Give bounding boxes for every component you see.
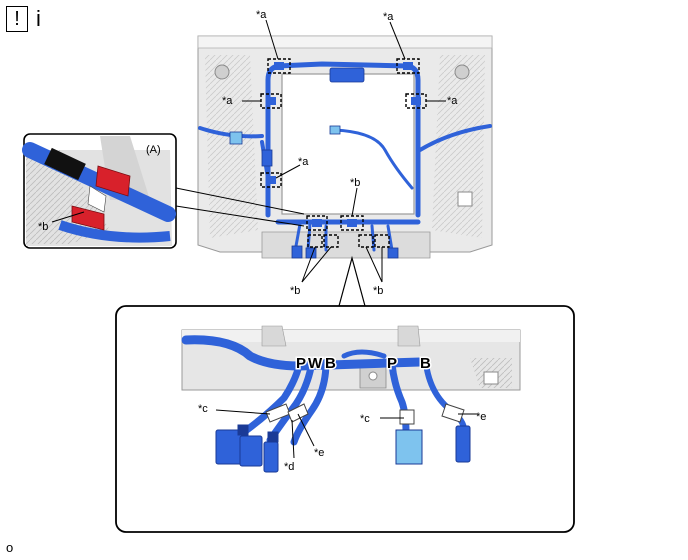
callout-b-1: *b [350,177,360,189]
enlarged-tapes [265,403,465,425]
wire-color-labels: P W B P B [295,354,433,374]
enlarged-connectors [215,424,471,473]
callout-a-3: *a [222,95,233,107]
wire-color-p-1: P [296,355,306,372]
callout-b-detail: *b [38,221,48,233]
enlarged-view [115,255,575,533]
detail-a-label: (A) [146,144,161,156]
caution-mark-box: ! [6,6,28,32]
callout-a-1: *a [256,9,267,21]
callout-a-4: *a [447,95,458,107]
wire-color-b-1: B [325,355,336,372]
clip-fill-top [266,62,421,227]
top-connectors [229,67,399,259]
callout-e-2: *e [476,411,486,423]
wire-color-b-2: B [420,355,431,372]
callout-c-1: *c [198,403,208,415]
caution-mark: ! [14,8,20,30]
callout-b-2: *b [290,285,300,297]
header-letter: i [36,6,41,31]
leaders-bottom [215,409,478,459]
callout-d: *d [284,461,294,473]
callout-e-1: *e [314,447,324,459]
callout-b-3: *b [373,285,383,297]
wire-color-w: W [308,355,323,372]
footer-code: o [6,540,14,555]
callout-a-5: *a [298,156,309,168]
detail-a-inset [22,133,305,249]
leaders-top [242,19,446,283]
callout-a-2: *a [383,11,394,23]
callout-c-2: *c [360,413,370,425]
wire-color-p-2: P [387,355,397,372]
